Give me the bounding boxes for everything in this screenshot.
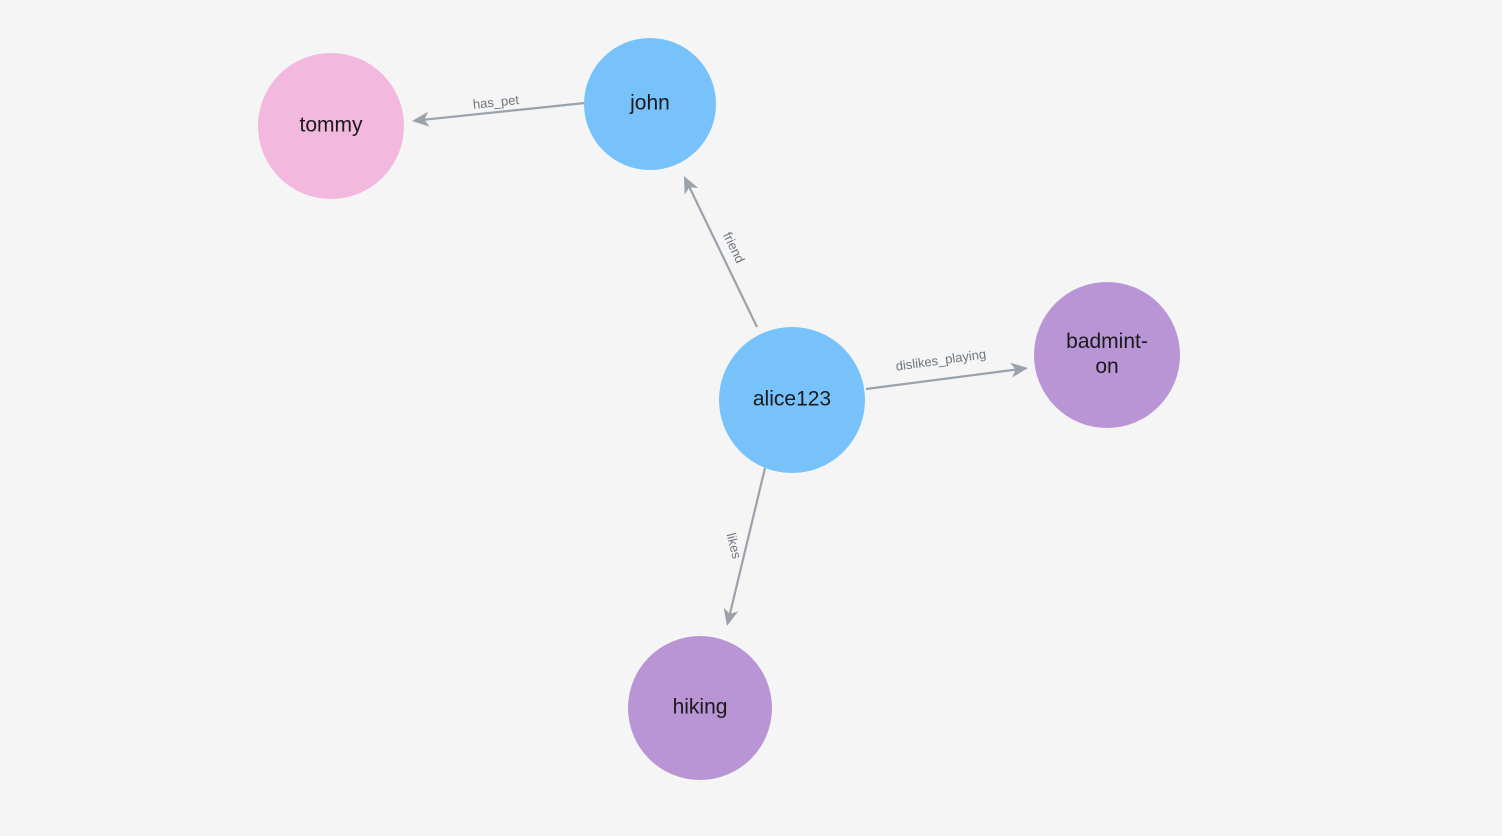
edge-line <box>728 467 767 615</box>
edge-arrowhead <box>1010 362 1028 378</box>
edge-arrowhead <box>684 176 699 195</box>
edge-label: dislikes_playing <box>895 346 987 374</box>
node-circle[interactable] <box>258 53 404 199</box>
edge-label: has_pet <box>472 92 520 112</box>
nodes-layer: tommy john alice123 badmint-on hiking <box>258 38 1180 780</box>
graph-node-alice123[interactable]: alice123 <box>719 327 865 473</box>
graph-edge[interactable]: likes <box>723 467 767 626</box>
edge-label: likes <box>724 531 745 560</box>
node-circle[interactable] <box>1034 282 1180 428</box>
graph-edge[interactable]: has_pet <box>412 92 586 127</box>
edge-line <box>688 186 758 328</box>
graph-node-tommy[interactable]: tommy <box>258 53 404 199</box>
node-circle[interactable] <box>584 38 716 170</box>
graph-node-john[interactable]: john <box>584 38 716 170</box>
graph-edge[interactable]: friend <box>684 176 758 328</box>
edge-arrowhead <box>412 111 430 127</box>
graph-node-badminton[interactable]: badmint-on <box>1034 282 1180 428</box>
node-circle[interactable] <box>719 327 865 473</box>
graph-edge[interactable]: dislikes_playing <box>865 346 1028 391</box>
edge-arrowhead <box>723 607 739 626</box>
edge-line <box>865 368 1016 391</box>
node-circle[interactable] <box>628 636 772 780</box>
edge-line <box>424 101 586 121</box>
graph-node-hiking[interactable]: hiking <box>628 636 772 780</box>
